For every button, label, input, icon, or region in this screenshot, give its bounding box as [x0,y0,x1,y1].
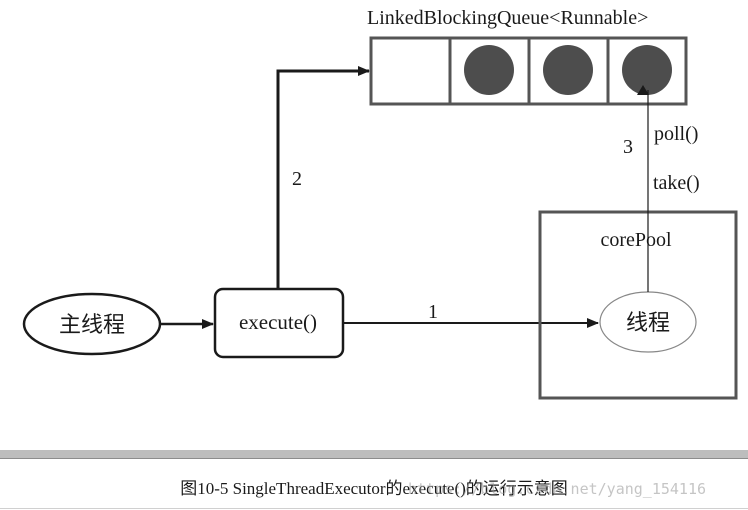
queue-title: LinkedBlockingQueue<Runnable> [367,7,648,29]
poll-label: poll() [654,123,698,145]
watermark: https://blog.csdn.net/yang_154116 [408,480,707,498]
caption-divider-line [0,458,748,459]
queued-task-ball [622,45,672,95]
queue-box [369,36,688,106]
main-thread-label: 主线程 [59,312,125,337]
step-3-label: 3 [623,136,633,158]
worker-thread-label: 线程 [626,310,670,335]
step-2-label: 2 [292,168,302,190]
main-thread-node [22,292,162,356]
figure-caption: 图10-5 SingleThreadExecutor的execute()的运行示… [180,479,568,498]
caption-divider-bar [0,450,748,458]
queued-task-ball [464,45,514,95]
arrow-execute-to-queue [276,66,370,289]
core-pool-label: corePool [600,229,672,251]
execute-label: execute() [239,310,317,334]
take-label: take() [653,172,700,194]
core-pool-box [538,210,738,400]
bottom-divider [0,508,748,509]
queued-task-ball [543,45,593,95]
step-1-label: 1 [428,301,438,323]
